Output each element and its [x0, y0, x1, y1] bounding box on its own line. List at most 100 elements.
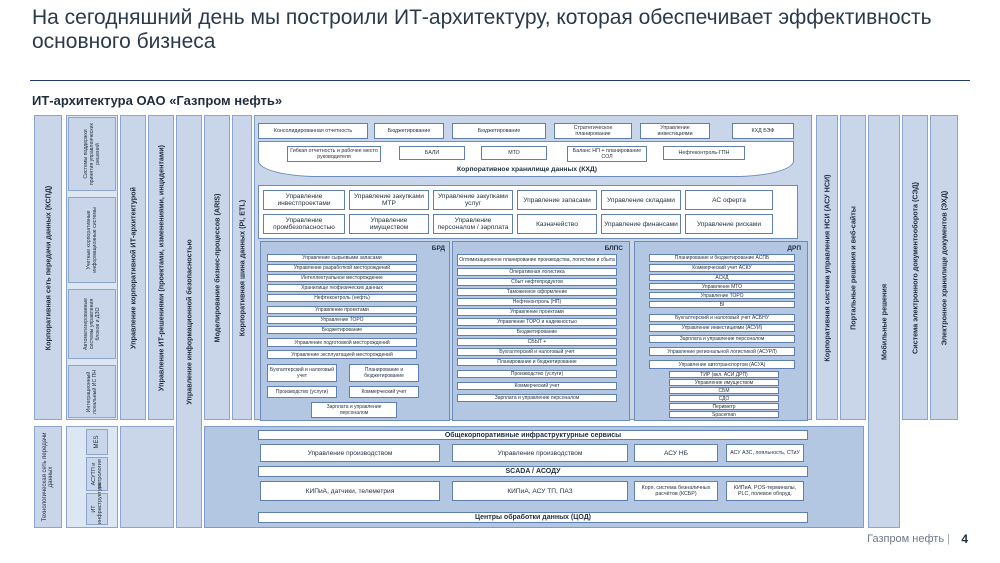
mid-box[interactable]: Управление запасами: [517, 190, 597, 210]
mid-box[interactable]: Управление инвестпроектами: [263, 190, 345, 210]
mid-box[interactable]: АС оферта: [685, 190, 773, 210]
drp-item[interactable]: СДО: [669, 395, 779, 402]
panel-blps: БЛПС Оптимизационное планирование произв…: [452, 241, 630, 421]
blps-item[interactable]: Бухгалтерский и налоговый учет: [457, 348, 617, 356]
mid-box[interactable]: Управление закупками услуг: [433, 190, 513, 210]
bottom-box[interactable]: АСУ НБ: [634, 444, 718, 462]
blps-item[interactable]: Бюджетирование: [457, 328, 617, 336]
mid-box[interactable]: Управление рисками: [685, 214, 773, 234]
blps-item[interactable]: Планирование и бюджетирование: [457, 358, 617, 366]
brd-item[interactable]: Хранилище геофизических данных: [267, 284, 417, 292]
blps-item[interactable]: Сбыт нефтепродуктов: [457, 278, 617, 286]
footer-brand: Газпром нефть |: [867, 533, 950, 545]
blps-item[interactable]: Управление ТОРО и надежностью: [457, 318, 617, 326]
bottom-box[interactable]: КИПиА, АСУ ТП, ПАЗ: [452, 481, 628, 501]
brd-item[interactable]: Управление разработкой месторождений: [267, 264, 417, 272]
drp-item[interactable]: Управление инвестициями (АСУИ): [649, 324, 795, 332]
drp-item[interactable]: Управление имуществом: [669, 379, 779, 386]
drp-item[interactable]: ТИР (вкл. АСИ ДРП): [669, 371, 779, 378]
bottom-box[interactable]: Управление производством: [452, 444, 628, 462]
mid-rows: Управление инвестпроектами Управление за…: [258, 185, 798, 239]
column-asu-nsi: Корпоративная система управления НСИ (АС…: [816, 115, 838, 420]
brd-item[interactable]: Интеллектуальное месторождение: [267, 274, 417, 282]
column-aris: Моделирование бизнес-процессов (ARIS): [204, 115, 230, 420]
drp-item[interactable]: BI: [649, 301, 795, 308]
drp-item[interactable]: Планирование и бюджетирование АСПБ: [649, 254, 795, 262]
top-box[interactable]: Бюджетирование: [374, 123, 444, 139]
subcolumn-local: Интеграционный локальный ИС ПН: [68, 365, 116, 418]
top-box[interactable]: МТО: [481, 146, 547, 160]
brd-item[interactable]: Управление сырьевыми запасами: [267, 254, 417, 262]
slide-title: На сегодняшний день мы построили ИТ-архи…: [32, 6, 932, 53]
blps-item[interactable]: Коммерческий учет: [457, 382, 617, 390]
cod-bar: Центры обработки данных (ЦОД): [258, 512, 808, 523]
bottom-box[interactable]: Корп. система безналичных расчётов (КСБР…: [634, 481, 718, 501]
blps-item[interactable]: Управление проектами: [457, 308, 617, 316]
column-ehd: Электронное хранилище документов (ЭХД): [930, 115, 958, 420]
top-box[interactable]: Нефтеконтроль-ГПН: [663, 146, 745, 160]
column-asutp: АСУТП и метрология: [86, 457, 108, 491]
column-security: Управление информационной безопасностью: [176, 115, 202, 528]
drp-item[interactable]: Коммерческий учет АСКУ: [649, 264, 795, 272]
blps-item[interactable]: Оперативная логистика: [457, 268, 617, 276]
blps-item[interactable]: Зарплата и управление персоналом: [457, 394, 617, 402]
top-box[interactable]: Управление инвестициями: [640, 123, 710, 139]
brd-item[interactable]: Управление проектами: [267, 306, 417, 314]
drp-item[interactable]: Управление региональной логистикой (АСУР…: [649, 347, 795, 356]
brd-item[interactable]: Управление подготовкой месторождений: [267, 338, 417, 347]
mid-box[interactable]: Управление промбезопасностью: [263, 214, 345, 234]
top-box[interactable]: КХД БЭФ: [732, 123, 794, 139]
column-kspd: Корпоративная сеть передачи данных (КСПД…: [34, 115, 62, 420]
drp-item[interactable]: Spaceman: [669, 411, 779, 418]
drp-item[interactable]: Зарплата и управление персоналом: [649, 335, 795, 343]
panel-brd-label: БРД: [431, 245, 445, 252]
mid-box[interactable]: Управление имуществом: [349, 214, 429, 234]
brd-item[interactable]: Планирование и бюджетирование: [349, 364, 419, 382]
column-mes: MES: [86, 429, 108, 455]
brd-item[interactable]: Бухгалтерский и налоговый учет: [267, 364, 337, 382]
blps-item[interactable]: Таможенное оформление: [457, 288, 617, 296]
blps-item[interactable]: Нефтеконтроль (НП): [457, 298, 617, 306]
column-mobile: Мобильные решения: [868, 115, 900, 528]
column-it-architecture: Управление корпоративной ИТ-архитектурой: [120, 115, 146, 420]
brd-item[interactable]: Зарплата и управление персоналом: [311, 402, 397, 418]
top-box[interactable]: Гибкая отчетность и рабочее место руково…: [287, 146, 381, 162]
column-portals: Портальные решения и веб-сайты: [840, 115, 866, 420]
drp-item[interactable]: Периметр: [669, 403, 779, 410]
top-row-1: Консолидированная отчетность Бюджетирова…: [258, 123, 794, 139]
top-box[interactable]: Консолидированная отчетность: [258, 123, 368, 139]
drp-item[interactable]: Управление МТО: [649, 283, 795, 290]
drp-item[interactable]: Управление ТОРО: [649, 292, 795, 299]
brd-item[interactable]: Коммерческий учет: [349, 386, 419, 398]
top-box[interactable]: Бюджетирование: [452, 123, 546, 139]
column-data-bus: Корпоративная шина данных (PI, ETL): [232, 115, 252, 420]
bottom-box[interactable]: Управление производством: [260, 444, 440, 462]
architecture-diagram: Корпоративная сеть передачи данных (КСПД…: [32, 113, 962, 528]
bottom-box[interactable]: КИПиА, датчики, телеметрия: [260, 481, 440, 501]
brd-item[interactable]: Управление ТОРО: [267, 316, 417, 324]
mid-box[interactable]: Управление финансами: [601, 214, 681, 234]
brd-item[interactable]: Бюджетирование: [267, 326, 417, 334]
drp-item[interactable]: АСКД: [649, 274, 795, 281]
column-sed: Система электронного документооборота (С…: [902, 115, 928, 420]
brd-item[interactable]: Нефтеконтроль (нефть): [267, 294, 417, 302]
drp-item[interactable]: СБМ: [669, 387, 779, 394]
brd-item[interactable]: Производство (услуги): [267, 386, 337, 398]
brd-item[interactable]: Управление эксплуатацией месторождений: [267, 350, 417, 359]
top-box[interactable]: Стратегическое планирование: [554, 123, 632, 139]
drp-item[interactable]: Бухгалтерский и налоговый учет АСБНУ: [649, 314, 795, 322]
mid-box[interactable]: Управление закупками МТР: [349, 190, 429, 210]
services-bar: Общекорпоративные инфраструктурные серви…: [258, 430, 808, 440]
blps-item[interactable]: Производство (услуги): [457, 370, 617, 378]
mid-box[interactable]: Казначейство: [517, 214, 597, 234]
drp-item[interactable]: Управление автотранспортом (АСУА): [649, 360, 795, 369]
mid-box[interactable]: Управление складами: [601, 190, 681, 210]
mid-box[interactable]: Управление персоналом / зарплата: [433, 214, 513, 234]
bottom-box[interactable]: АСУ АЗС, лояльность, СТиУ: [726, 444, 804, 462]
top-box[interactable]: Баланс НП + планирование СОЛ: [567, 146, 647, 162]
blps-item[interactable]: Оптимизационное планирование производств…: [457, 254, 617, 266]
blps-item[interactable]: СБЫТ +: [457, 338, 617, 346]
bottom-box[interactable]: КИПиА, POS-терминалы, PLC, полевое обору…: [726, 481, 804, 501]
top-box[interactable]: БАЛИ: [399, 146, 465, 160]
panel-drp-label: ДРП: [787, 245, 801, 252]
